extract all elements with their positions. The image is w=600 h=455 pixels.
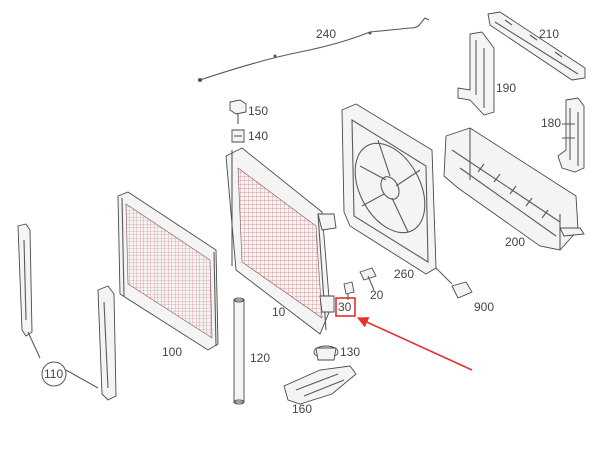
label-190: 190 bbox=[496, 81, 516, 95]
part-30-drain-plug bbox=[343, 281, 355, 300]
part-140-bushing bbox=[231, 129, 245, 143]
part-210-bracket bbox=[487, 11, 586, 81]
label-110: 110 bbox=[44, 367, 63, 381]
label-260: 260 bbox=[394, 267, 414, 281]
highlight-box bbox=[335, 297, 356, 317]
label-150: 150 bbox=[248, 104, 268, 118]
label-30: 30 bbox=[338, 300, 352, 314]
label-240: 240 bbox=[316, 27, 336, 41]
part-100-condenser bbox=[117, 191, 219, 351]
label-200: 200 bbox=[505, 235, 525, 249]
label-900: 900 bbox=[474, 300, 494, 314]
part-160-bracket bbox=[283, 365, 357, 405]
highlight-30 bbox=[335, 297, 473, 371]
label-130: 130 bbox=[340, 345, 360, 359]
label-180: 180 bbox=[541, 116, 561, 130]
label-20: 20 bbox=[370, 288, 384, 302]
part-260-fan-shroud bbox=[341, 103, 437, 275]
pointer-arrow bbox=[356, 317, 473, 371]
part-240-cable bbox=[198, 17, 430, 82]
part-20-screw bbox=[359, 267, 377, 291]
part-130-grommet bbox=[313, 345, 339, 361]
label-210: 210 bbox=[539, 27, 559, 41]
label-140: 140 bbox=[248, 129, 268, 143]
part-110-brackets bbox=[17, 223, 117, 401]
part-10-radiator bbox=[225, 147, 337, 335]
label-120: 120 bbox=[250, 351, 270, 365]
part-190-bracket bbox=[457, 31, 495, 116]
label-100: 100 bbox=[162, 345, 182, 359]
part-120-pipe bbox=[233, 297, 245, 405]
part-180-deflector bbox=[557, 97, 585, 173]
part-150-clip bbox=[229, 99, 247, 124]
label-10: 10 bbox=[272, 305, 286, 319]
part-900-connector bbox=[435, 267, 473, 299]
callout-circle-110 bbox=[41, 361, 67, 387]
label-160: 160 bbox=[292, 402, 312, 416]
part-200-duct bbox=[443, 127, 585, 251]
